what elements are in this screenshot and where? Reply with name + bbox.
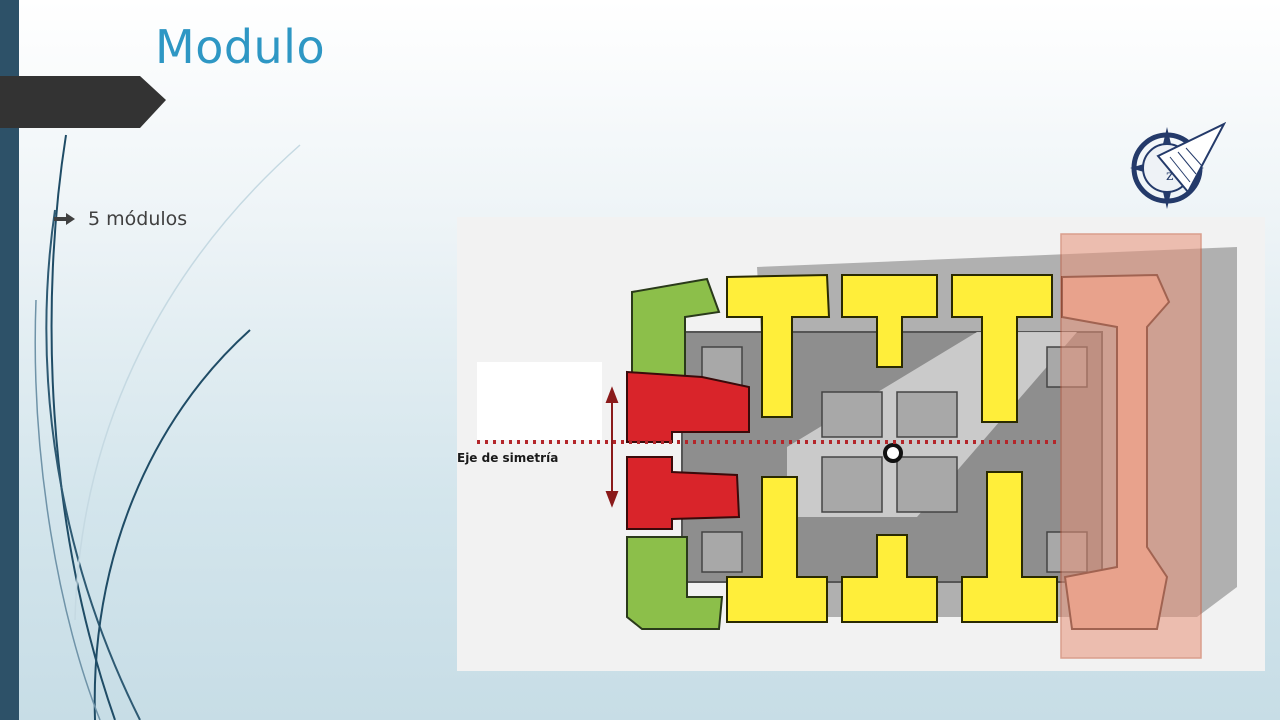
bullet-item: 5 módulos [54, 208, 187, 230]
highlight-band [1060, 233, 1202, 659]
svg-text:z: z [1166, 168, 1173, 184]
red-modules [626, 370, 750, 530]
left-accent-bar [0, 0, 19, 720]
decorative-swoosh-lines [0, 76, 301, 720]
symmetry-axis-label: Eje de simetría [457, 451, 559, 465]
arrow-bullet-icon [54, 213, 75, 225]
yellow-modules-bottom [726, 471, 1058, 623]
label-background [477, 362, 602, 440]
slide-title: Modulo [155, 20, 326, 74]
yellow-modules-top [726, 273, 1053, 423]
diagram-canvas [477, 233, 1237, 659]
modulation-diagram [457, 217, 1265, 671]
bullet-text: 5 módulos [88, 208, 188, 230]
green-modules [626, 277, 724, 630]
double-arrow-icon [605, 386, 619, 508]
compass-logo-icon: z [1130, 122, 1226, 209]
